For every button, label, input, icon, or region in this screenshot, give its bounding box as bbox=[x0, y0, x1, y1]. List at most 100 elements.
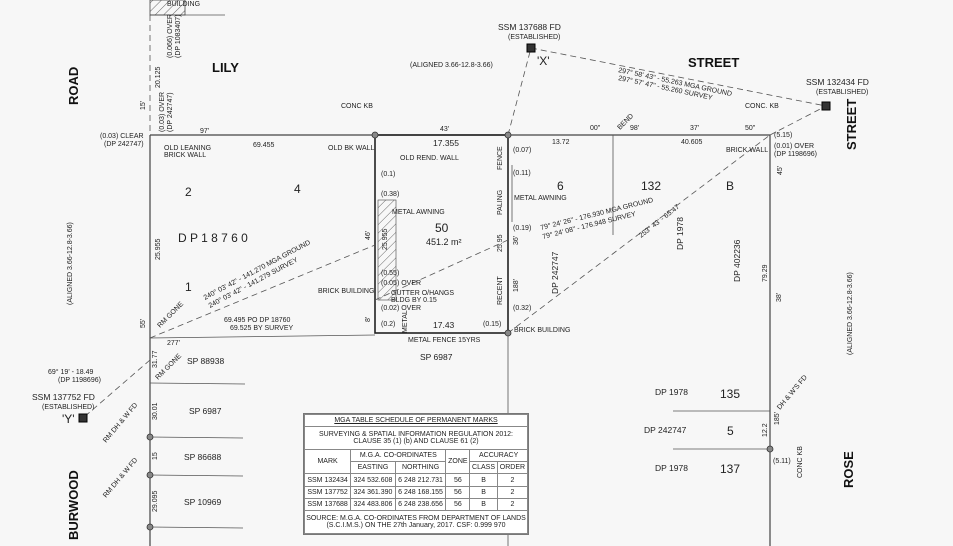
lot-number: 2 bbox=[185, 185, 192, 199]
ssm-132434-label: SSM 132434 FD bbox=[806, 77, 869, 87]
ssm-137752-status: (ESTABLISHED) bbox=[42, 404, 94, 411]
gutter-note: BLDG BY 0.15 bbox=[391, 297, 437, 304]
ssm-137688-status: (ESTABLISHED) bbox=[508, 34, 560, 41]
plan-reference: SP 6987 bbox=[189, 406, 222, 416]
road-name-street-right: STREET bbox=[844, 99, 859, 150]
offset-note: (0.55) bbox=[381, 270, 399, 277]
bearing: 00" bbox=[590, 125, 601, 132]
bearing: 8' bbox=[365, 317, 372, 322]
wall-note: OLD REND. WALL bbox=[400, 155, 459, 162]
table-row: SSM 137752 324 361.390 6 248 168.155 56 … bbox=[303, 485, 529, 499]
dimension: 15 bbox=[152, 452, 159, 460]
offset-note: (0.32) bbox=[513, 305, 531, 312]
mark-x-label: 'X' bbox=[537, 54, 550, 68]
offset-note: (0.1) bbox=[381, 171, 395, 178]
kerb-note: CONC. KB bbox=[745, 103, 779, 110]
plan-reference: SP 86688 bbox=[184, 452, 221, 462]
header-northing: NORTHING bbox=[394, 461, 447, 475]
fence-note: METAL FENCE 15YRS bbox=[408, 337, 481, 344]
lot-number: 135 bbox=[720, 387, 740, 401]
wall-note: BRICK WALL bbox=[164, 152, 206, 159]
cell-mark: SSM 137752 bbox=[303, 485, 352, 499]
cell-mark: SSM 132434 bbox=[303, 473, 352, 487]
table-title: MGA TABLE SCHEDULE OF PERMANENT MARKS bbox=[304, 413, 528, 428]
gutter-note: GUTTER O/HANGS bbox=[391, 290, 454, 297]
lot-50-number: 50 bbox=[435, 221, 449, 235]
cell-class: B bbox=[469, 473, 498, 487]
plan-reference: DP 1978 bbox=[655, 463, 688, 473]
cell-zone: 56 bbox=[445, 473, 471, 487]
header-class: CLASS bbox=[469, 461, 498, 475]
table-source-line1: SOURCE: M.G.A. CO-ORDINATES FROM DEPARTM… bbox=[306, 515, 526, 523]
offset-note: (DP 1083407) bbox=[175, 15, 182, 58]
bearing: 43' bbox=[440, 126, 449, 133]
plan-reference: SP 6987 bbox=[420, 352, 453, 362]
bearing: 37' bbox=[690, 125, 699, 132]
aligned-label-left: (ALIGNED 3.66-12.8-3.66) bbox=[67, 222, 74, 305]
kerb-note: CONC KB bbox=[797, 446, 804, 478]
lot-number: B bbox=[726, 179, 734, 193]
bearing: 36' bbox=[513, 236, 520, 245]
dimension: 31.77 bbox=[152, 350, 159, 368]
dimension: 79.29 bbox=[762, 264, 769, 282]
plan-reference: DP 242747 bbox=[644, 425, 687, 435]
kerb-note: CONC KB bbox=[341, 103, 373, 110]
lot-number: 4 bbox=[294, 182, 301, 196]
ssm-132434-status: (ESTABLISHED) bbox=[816, 89, 868, 96]
corner-marks bbox=[146, 131, 774, 531]
bearing: 98' bbox=[630, 125, 639, 132]
offset-note: (0.15) bbox=[483, 321, 501, 328]
road-name-lily: LILY bbox=[212, 60, 239, 75]
lot-number: 1 bbox=[185, 280, 192, 294]
dimension: 69.495 PO DP 18760 bbox=[224, 317, 291, 324]
bearing: 46' bbox=[365, 231, 372, 240]
metal-awning-hatch bbox=[377, 199, 397, 301]
lot-number: 6 bbox=[557, 179, 564, 193]
cell-northing: 6 248 212.731 bbox=[394, 473, 447, 487]
table-source: SOURCE: M.G.A. CO-ORDINATES FROM DEPARTM… bbox=[304, 510, 528, 534]
building-hatch bbox=[149, 0, 186, 16]
offset-note: (0.07) bbox=[513, 147, 531, 154]
cell-mark: SSM 137688 bbox=[303, 497, 352, 512]
plan-reference: DP 1978 bbox=[655, 387, 688, 397]
cell-order: 2 bbox=[496, 497, 529, 512]
plan-reference: SP 10969 bbox=[184, 497, 221, 507]
building-note: BUILDING bbox=[167, 1, 200, 8]
bearing: 188' bbox=[513, 279, 520, 292]
cell-order: 2 bbox=[496, 485, 529, 499]
ssm-132434-mark-icon bbox=[821, 101, 831, 111]
mga-permanent-marks-table: MGA TABLE SCHEDULE OF PERMANENT MARKS SU… bbox=[303, 413, 529, 535]
offset-note: (0.2) bbox=[381, 321, 395, 328]
plan-reference: D P 1 8 7 6 0 bbox=[178, 231, 248, 245]
dimension: 13.72 bbox=[552, 139, 570, 146]
fence-note: METAL bbox=[402, 310, 409, 333]
building-note: BRICK BUILDING bbox=[318, 288, 374, 295]
bearing: 240° 03' 42" - 141.270 MGA GROUND bbox=[202, 238, 312, 301]
cell-easting: 324 532.608 bbox=[350, 473, 396, 487]
offset-note: (DP 242747) bbox=[167, 92, 174, 132]
offset-note: (0.38) bbox=[381, 191, 399, 198]
building-note: BRICK BUILDING bbox=[514, 327, 570, 334]
bearing: 50" bbox=[745, 125, 756, 132]
ssm-137688-label: SSM 137688 FD bbox=[498, 22, 561, 32]
mark-y-label: 'Y' bbox=[62, 412, 75, 426]
plan-reference: SP 88938 bbox=[187, 356, 224, 366]
dimension: 29.095 bbox=[152, 490, 159, 512]
cell-class: B bbox=[469, 485, 498, 499]
ssm-137752-mark-icon bbox=[78, 413, 88, 423]
awning-note: METAL AWNING bbox=[392, 209, 445, 216]
road-name-street-top: STREET bbox=[688, 55, 739, 70]
header-order: ORDER bbox=[496, 461, 529, 475]
wall-note: BRICK WALL bbox=[726, 147, 768, 154]
cell-easting: 324 361.390 bbox=[350, 485, 396, 499]
bearing: 15' bbox=[140, 101, 147, 110]
road-name-rose: ROSE bbox=[841, 451, 856, 488]
dimension: 12.2 bbox=[762, 423, 769, 437]
wall-note: OLD BK WALL bbox=[328, 145, 375, 152]
dimension: 69.525 BY SURVEY bbox=[230, 325, 294, 332]
plan-reference: DP 242747 bbox=[550, 251, 560, 294]
bearing: 277' bbox=[167, 340, 180, 347]
offset-note: (0.03) OVER bbox=[159, 92, 166, 132]
cell-northing: 6 248 168.155 bbox=[394, 485, 447, 499]
mark-note: DH & W'S FD bbox=[776, 374, 809, 411]
